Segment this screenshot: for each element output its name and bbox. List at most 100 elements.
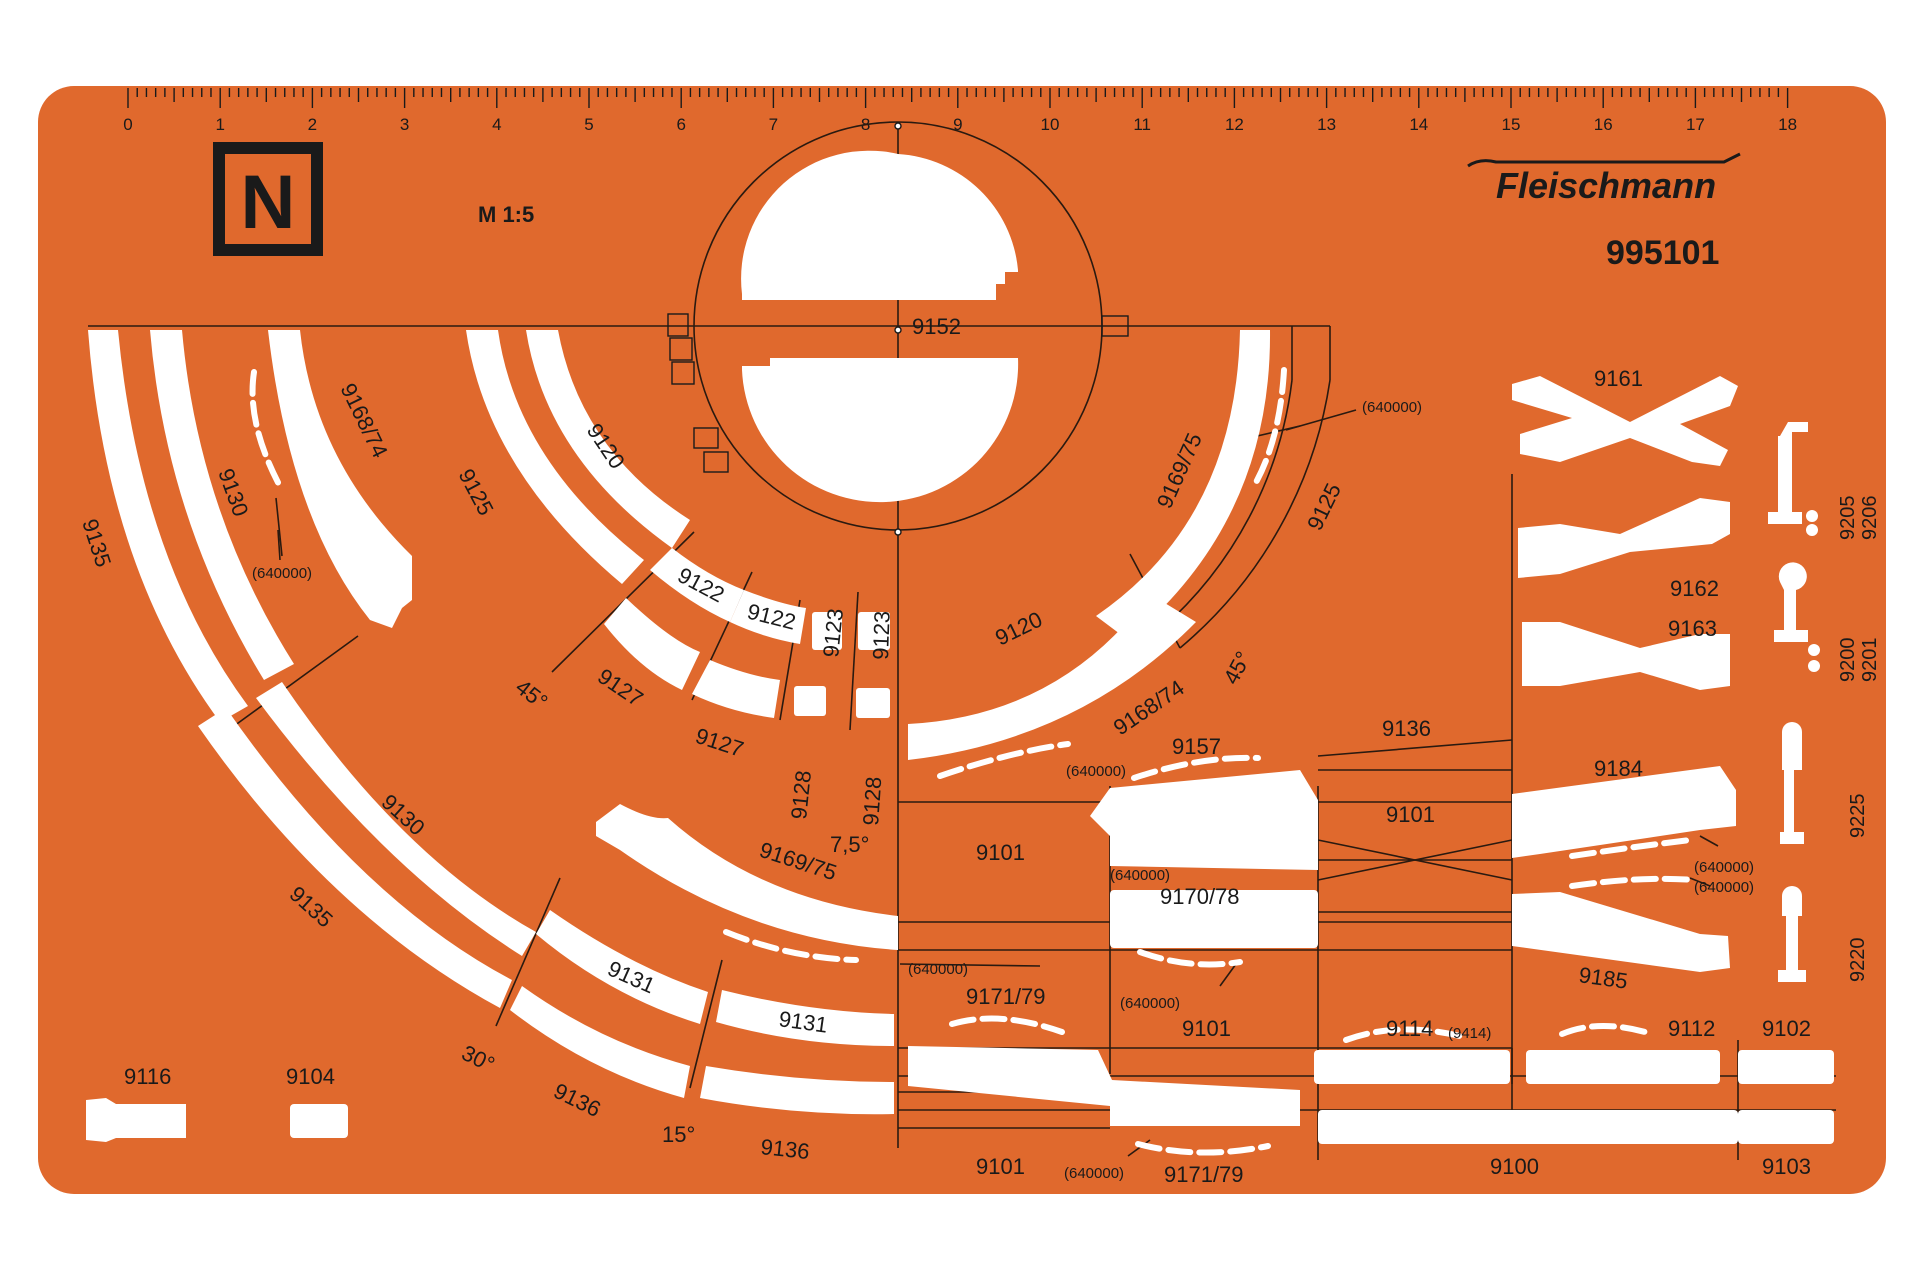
cutout-signal-9220 bbox=[1778, 886, 1806, 982]
cutout-turntable bbox=[741, 150, 1018, 300]
label-9171-79a: 9171/79 bbox=[966, 984, 1046, 1009]
label-9170-78: 9170/78 bbox=[1160, 884, 1240, 909]
cutout-9125-arc-top bbox=[466, 330, 644, 584]
cutout-turntable-lower bbox=[742, 358, 1019, 503]
cutout-9135-lower bbox=[198, 708, 512, 1008]
scale-ratio: M 1:5 bbox=[478, 202, 534, 227]
ruler-number: 16 bbox=[1594, 115, 1613, 134]
cutout-9131b bbox=[716, 990, 894, 1046]
cutout-9130-arc-top bbox=[150, 330, 294, 680]
track-cutouts bbox=[86, 150, 1834, 1144]
ruler-number: 13 bbox=[1317, 115, 1336, 134]
ruler-number: 17 bbox=[1686, 115, 1705, 134]
label-640i: (640000) bbox=[1694, 879, 1754, 896]
turntable-details bbox=[667, 122, 1129, 536]
cutout-signal-9225 bbox=[1780, 722, 1804, 844]
label-640d: (640000) bbox=[1066, 763, 1126, 780]
scale-badge-letter: N bbox=[241, 160, 296, 245]
label-9163: 9163 bbox=[1668, 616, 1717, 641]
cutout-9120-arc-top bbox=[526, 330, 690, 548]
cutout-9100 bbox=[1318, 1110, 1738, 1144]
label-9136b: 9136 bbox=[759, 1134, 810, 1164]
ruler-number: 7 bbox=[769, 115, 778, 134]
cutout-9169-75b bbox=[596, 804, 898, 950]
label-7-5: 7,5° bbox=[830, 832, 869, 857]
label-9225: 9225 bbox=[1847, 794, 1869, 839]
ruler bbox=[127, 88, 1789, 108]
cutout-9161 bbox=[1512, 376, 1738, 466]
ruler-number: 12 bbox=[1225, 115, 1244, 134]
cutout-9136b bbox=[700, 1066, 894, 1115]
brand-logo: Fleischmann bbox=[1496, 165, 1716, 206]
label-9184: 9184 bbox=[1594, 756, 1643, 781]
dashed-cutouts bbox=[249, 367, 1697, 1156]
label-9101c: 9101 bbox=[1386, 802, 1435, 827]
ruler-number: 6 bbox=[676, 115, 685, 134]
label-9414: (9414) bbox=[1448, 1025, 1491, 1042]
label-9171-79b: 9171/79 bbox=[1164, 1162, 1244, 1187]
label-9116: 9116 bbox=[124, 1064, 171, 1089]
scale-badge: N bbox=[213, 142, 323, 256]
label-640f: (640000) bbox=[1120, 995, 1180, 1012]
cutout-signal-9200 bbox=[1774, 562, 1808, 642]
label-9162: 9162 bbox=[1670, 576, 1719, 601]
label-9123b: 9123 bbox=[868, 610, 895, 660]
cutout-signal-9206-dot bbox=[1806, 524, 1818, 536]
cutout-9168-74a bbox=[268, 330, 412, 628]
label-9104: 9104 bbox=[286, 1064, 335, 1089]
cutout-9135-arc-top bbox=[88, 330, 248, 722]
cutout-signal-9205-dot bbox=[1806, 510, 1818, 522]
label-640h: (640000) bbox=[1694, 859, 1754, 876]
ruler-number: 5 bbox=[584, 115, 593, 134]
label-640b: (640000) bbox=[1362, 399, 1422, 416]
ruler-number: 15 bbox=[1502, 115, 1521, 134]
product-number: 995101 bbox=[1606, 234, 1719, 272]
label-9128b: 9128 bbox=[858, 776, 886, 827]
cutout-9184 bbox=[1512, 766, 1736, 858]
ruler-number: 18 bbox=[1778, 115, 1797, 134]
label-9200: 9200 bbox=[1837, 638, 1859, 683]
label-9152: 9152 bbox=[912, 314, 961, 339]
label-640c: (640000) bbox=[908, 961, 968, 978]
cutout-9169-75a bbox=[1096, 330, 1271, 640]
cutout-9171-79a bbox=[908, 1046, 1300, 1126]
cutout-9185 bbox=[1512, 892, 1730, 972]
cutout-9170-78 bbox=[1110, 890, 1318, 948]
label-9102: 9102 bbox=[1762, 1016, 1811, 1041]
label-640a: (640000) bbox=[252, 565, 312, 582]
cutout-9114 bbox=[1314, 1050, 1510, 1084]
cutout-9130-lower bbox=[256, 682, 536, 956]
cutout-9162 bbox=[1518, 498, 1730, 578]
cutout-9116 bbox=[86, 1098, 186, 1142]
cutout-9163 bbox=[1522, 622, 1730, 690]
ruler-number: 1 bbox=[215, 115, 224, 134]
label-9123a: 9123 bbox=[818, 607, 848, 658]
cutout-9103 bbox=[1738, 1110, 1834, 1144]
ruler-number: 10 bbox=[1041, 115, 1060, 134]
cutout-9104 bbox=[290, 1104, 348, 1138]
cutout-9131a bbox=[536, 910, 708, 1024]
cutout-9120b bbox=[908, 594, 1196, 760]
label-9205: 9205 bbox=[1837, 496, 1859, 541]
cutout-9122a bbox=[650, 548, 744, 622]
label-9206: 9206 bbox=[1859, 496, 1881, 541]
cutout-signal-9205 bbox=[1768, 422, 1808, 524]
label-9161: 9161 bbox=[1594, 366, 1643, 391]
cutout-9157 bbox=[1090, 770, 1318, 870]
label-9136c: 9136 bbox=[1382, 716, 1431, 741]
label-9201: 9201 bbox=[1859, 638, 1881, 683]
cutout-9102 bbox=[1738, 1050, 1834, 1084]
cutout-9127a bbox=[604, 598, 700, 690]
cutout-9128b bbox=[856, 688, 890, 718]
ruler-number: 14 bbox=[1409, 115, 1428, 134]
ruler-number: 2 bbox=[308, 115, 317, 134]
ruler-number: 0 bbox=[123, 115, 132, 134]
label-9157: 9157 bbox=[1172, 734, 1221, 759]
ruler-number: 9 bbox=[953, 115, 962, 134]
ruler-number: 3 bbox=[400, 115, 409, 134]
label-15: 15° bbox=[662, 1122, 695, 1147]
ruler-number: 11 bbox=[1133, 115, 1151, 134]
cutout-9136a bbox=[510, 986, 690, 1098]
cutout-9123a bbox=[812, 612, 842, 650]
